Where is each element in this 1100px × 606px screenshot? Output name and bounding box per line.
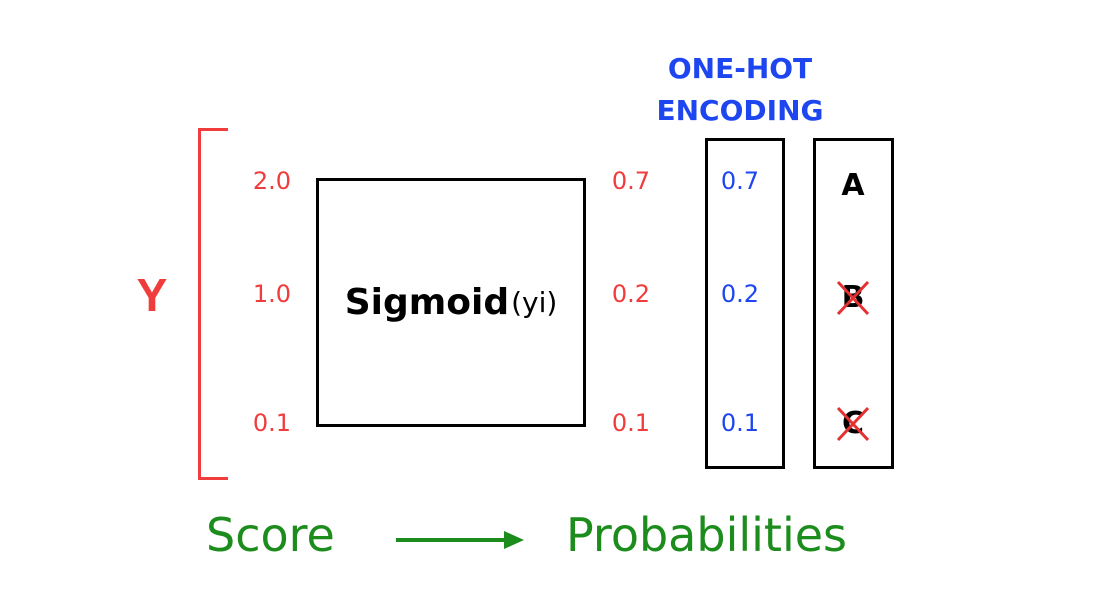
- cross-mark-icon: [836, 406, 870, 442]
- sigmoid-box: Sigmoid(yi): [316, 178, 586, 427]
- one-hot-title-line2: ENCODING: [656, 94, 824, 127]
- score-value: 2.0: [252, 167, 292, 195]
- one-hot-title-line1: ONE-HOT: [667, 52, 813, 85]
- probability-value: 0.1: [611, 409, 651, 437]
- cross-mark-icon: [836, 280, 870, 316]
- function-argument: (yi): [511, 286, 558, 319]
- classes-box: [813, 138, 894, 469]
- score-value: 0.1: [252, 409, 292, 437]
- one-hot-value: 0.2: [720, 280, 760, 308]
- one-hot-values-box: [705, 138, 785, 469]
- score-value: 1.0: [252, 280, 292, 308]
- one-hot-title: ONE-HOT ENCODING: [640, 48, 840, 132]
- one-hot-value: 0.1: [720, 409, 760, 437]
- score-bracket: [198, 128, 228, 480]
- class-letter-a: A: [841, 168, 865, 203]
- one-hot-value: 0.7: [720, 167, 760, 195]
- right-arrow-icon: [396, 531, 524, 549]
- y-label: Y: [136, 269, 168, 321]
- probability-value: 0.2: [611, 280, 651, 308]
- function-name: Sigmoid: [344, 282, 510, 323]
- probabilities-label: Probabilities: [566, 508, 847, 562]
- probability-value: 0.7: [611, 167, 651, 195]
- score-label: Score: [206, 508, 335, 562]
